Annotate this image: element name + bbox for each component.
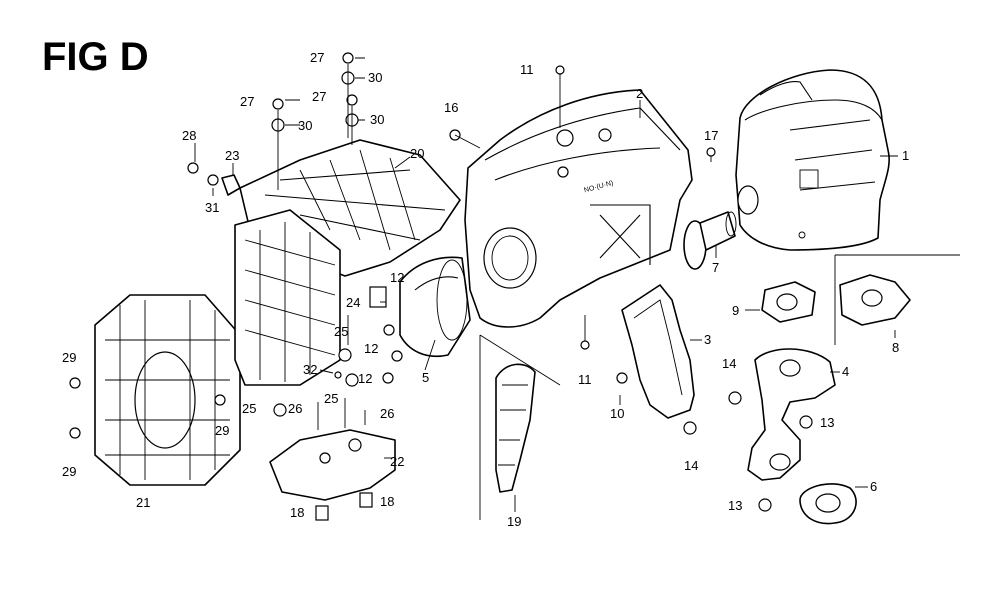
callout-8: 8 [892,340,899,355]
callout-12-mid: 12 [364,341,378,356]
part-gasket-8 [834,254,960,345]
callout-18-left: 18 [290,505,304,520]
callout-14-lower: 14 [684,458,698,473]
callout-18-right: 18 [380,494,394,509]
part-plate [269,429,396,501]
callout-11-lower: 11 [578,372,592,387]
callout-17: 17 [704,128,718,143]
part-fan-cover [94,294,241,486]
callout-28: 28 [182,128,196,143]
callout-9: 9 [732,303,739,318]
callout-26-right: 26 [380,406,394,421]
callout-30-left: 30 [298,118,312,133]
part-muffler-cover: NO·(U·N) [464,89,693,328]
part-deflector [479,334,561,520]
callout-13-lower: 13 [728,498,742,513]
part-gasket-6 [799,483,857,525]
part-bracket [621,284,695,419]
leader-lines [194,57,898,512]
callout-2: 2 [636,86,643,101]
callout-3: 3 [704,332,711,347]
figure-title: FIG D [42,35,149,79]
callout-16: 16 [444,100,458,115]
part-shroud-side [234,209,341,386]
callout-7: 7 [712,260,719,275]
callout-25-left: 25 [242,401,256,416]
callout-12-upper: 12 [390,270,404,285]
hardware [69,52,813,521]
callout-26-left: 26 [288,401,302,416]
callout-14-upper: 14 [722,356,736,371]
callout-6: 6 [870,479,877,494]
part-gasket-9 [761,281,816,323]
callout-29-right: 29 [215,423,229,438]
callout-12-lower: 12 [358,371,372,386]
callout-30-top: 30 [368,70,382,85]
part-muffler-protector [735,69,890,251]
callout-30-mid: 30 [370,112,384,127]
callout-5: 5 [422,370,429,385]
callout-31: 31 [205,200,219,215]
part-exhaust-bracket [747,348,836,481]
callout-29-bottom: 29 [62,464,76,479]
callout-22: 22 [390,454,404,469]
callout-4: 4 [842,364,849,379]
callout-27-mid: 27 [312,89,326,104]
callout-27-left: 27 [240,94,254,109]
callout-labels: 1 2 3 4 5 6 7 8 9 10 11 11 12 12 12 13 1… [62,50,909,529]
callout-24: 24 [346,295,360,310]
callout-21: 21 [136,495,150,510]
callout-11-upper: 11 [520,62,534,77]
callout-13-right: 13 [820,415,834,430]
callout-19: 19 [507,514,521,529]
part-pipe [683,211,737,270]
callout-32: 32 [303,362,317,377]
callout-23: 23 [225,148,239,163]
callout-25-upper: 25 [334,324,348,339]
callout-1: 1 [902,148,909,163]
part-guide [399,256,471,357]
callout-29-top: 29 [62,350,76,365]
callout-25-right: 25 [324,391,338,406]
callout-27-top: 27 [310,50,324,65]
callout-10: 10 [610,406,624,421]
callout-20: 20 [410,146,424,161]
